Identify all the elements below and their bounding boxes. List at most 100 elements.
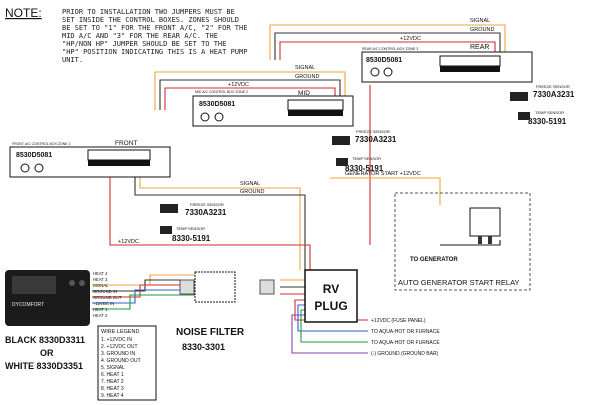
wire-signal-rear [269, 24, 506, 70]
filter-connector-right [259, 279, 275, 295]
legend-box [97, 325, 157, 401]
front-relay-icon [34, 163, 44, 173]
front-box-title: FRONT [115, 140, 137, 147]
mid-temp-part: 8330-5191 [345, 164, 384, 173]
legend-item: 9. HEAT 4 [101, 393, 124, 399]
wire-t-12v [92, 284, 195, 298]
rear-box-title: REAR [470, 44, 489, 51]
rv-plug-out-12v: +12VDC (FUSE PANEL) [371, 318, 426, 324]
legend-item: 3. GROUND IN [101, 351, 136, 357]
filter-title: NOISE FILTER [176, 327, 245, 338]
label-ground-top: GROUND [470, 27, 494, 33]
thermostat-model-1: BLACK 8330D3311 [5, 335, 85, 345]
thermostat-brand: DYCOMFORT [12, 302, 44, 308]
label-ground-mid: GROUND [295, 74, 319, 80]
legend-item: 1. +12VDC IN [101, 337, 132, 343]
front-box-caption: FRONT A/C CONTROL BOX ZONE 1 [12, 142, 71, 146]
thermostat-wire-label: HEAT 1 [93, 307, 108, 312]
relay-pin [488, 236, 492, 244]
rv-plug-title-2: PLUG [314, 299, 347, 313]
thermostat-wire-label: GROUND OUT [93, 295, 122, 300]
rear-sensors: FREEZE SENSOR 7330A3231 TEMP SENSOR 8330… [510, 84, 575, 126]
wire-12v-mid [164, 87, 336, 110]
rv-plug-out-heat2: TO AQUA-HOT OR FURNACE [371, 340, 440, 346]
front-terminal-pins [88, 160, 150, 166]
relay-pin [478, 236, 482, 244]
wire-ground-mid [159, 79, 341, 110]
wire-out-ground [291, 314, 368, 354]
rear-temp-part: 8330-5191 [528, 117, 567, 126]
label-12v-front: +12VDC [118, 239, 139, 245]
label-signal-mid: SIGNAL [295, 65, 315, 71]
mid-temp-sensor-icon [336, 158, 348, 166]
label-12v-top: +12VDC [400, 36, 421, 42]
label-signal-front: SIGNAL [240, 181, 260, 187]
note-block: NOTE: PRIOR TO INSTALLATION TWO JUMPERS … [5, 6, 247, 64]
wire-t-heat1 [92, 289, 195, 304]
front-freeze-part: 7330A3231 [185, 208, 227, 217]
legend-title: WIRE LEGEND [101, 329, 140, 335]
mid-terminal-block [287, 99, 344, 111]
wire-t-heat2 [92, 294, 195, 310]
rear-temp-sensor-icon [518, 112, 530, 120]
note-line: SET INSIDE THE CONTROL BOXES. ZONES SHOU… [62, 16, 239, 24]
mid-relay-icon [214, 112, 224, 122]
rear-terminal-pins [440, 66, 500, 72]
front-freeze-label: FREEZE SENSOR [190, 202, 224, 207]
legend-item: 4. GROUND OUT [101, 358, 141, 364]
rear-box-part: 8530D5081 [366, 57, 402, 64]
thermostat-wire-label: HEAT 2 [93, 313, 108, 318]
rear-freeze-part: 7330A3231 [533, 90, 575, 99]
note-label: NOTE: [5, 6, 42, 20]
front-freeze-sensor-icon [160, 204, 178, 213]
thermostat-screen [12, 276, 56, 294]
relay-title: AUTO GENERATOR START RELAY [398, 278, 520, 287]
rear-terminal-block [439, 55, 501, 67]
front-temp-label: TEMP SENSOR [176, 226, 205, 231]
thermostat-button [69, 280, 75, 286]
front-relay-icon [20, 163, 30, 173]
wire-12v-front [109, 160, 311, 270]
thermostat-model-or: OR [40, 348, 54, 358]
legend-item: 5. SIGNAL [101, 365, 125, 371]
thermostat: DYCOMFORT BLACK 8330D3311 OR WHITE 8330D… [5, 270, 90, 371]
mid-control-box: MID A/C CONTROL BOX ZONE 2 8530D5081 MID [192, 90, 354, 127]
rear-freeze-sensor-icon [510, 92, 528, 101]
front-box-part: 8530D5081 [16, 152, 52, 159]
mid-temp-label: TEMP SENSOR [352, 156, 381, 161]
relay-body [469, 207, 501, 237]
auto-generator-relay: TO GENERATOR AUTO GENERATOR START RELAY [394, 192, 531, 291]
note-line: PRIOR TO INSTALLATION TWO JUMPERS MUST B… [62, 8, 235, 16]
label-gen-start: GENERATOR START +12VDC [345, 171, 421, 177]
front-control-box: FRONT A/C CONTROL BOX ZONE 1 8530D5081 F… [9, 140, 171, 178]
filter-body [194, 271, 236, 303]
mid-box-title: MID [298, 90, 310, 97]
mid-freeze-label: FREEZE SENSOR [356, 129, 390, 134]
wire-out-heat1 [297, 304, 368, 332]
mid-sensors: FREEZE SENSOR 7330A3231 TEMP SENSOR 8330… [332, 129, 397, 173]
label-ground-front: GROUND [240, 189, 264, 195]
thermostat-wire-label: +12VDC IN [93, 301, 114, 306]
wires [92, 24, 506, 354]
note-line: "HP/NON HP" JUMPER SHOULD BE SET TO THE [62, 40, 226, 48]
thermostat-wire-label: SIGNAL [93, 283, 109, 288]
legend-item: 8. HEAT 3 [101, 386, 124, 392]
mid-freeze-part: 7330A3231 [355, 135, 397, 144]
mid-box-part: 8530D5081 [199, 101, 235, 108]
note-line: BE SET TO "1" FOR THE FRONT A/C, "2" FOR… [62, 24, 247, 32]
legend-item: 6. HEAT 1 [101, 372, 124, 378]
legend-item: 2. +12VDC OUT [101, 344, 138, 350]
rv-plug-box [304, 269, 358, 323]
rear-relay-icon [383, 67, 393, 77]
filter-part: 8330-3301 [182, 342, 225, 352]
rear-freeze-label: FREEZE SENSOR [536, 84, 570, 89]
front-terminal-block [87, 149, 151, 161]
relay-dashed-box [394, 192, 531, 291]
label-signal-top: SIGNAL [470, 18, 490, 24]
relay-to-generator: TO GENERATOR [410, 257, 458, 263]
wire-signal-mid [154, 71, 346, 110]
wire-gen-start [330, 177, 441, 205]
thermostat-wire-label: HEAT 3 [93, 277, 108, 282]
rear-temp-label: TEMP SENSOR [535, 110, 564, 115]
note-line: "HP" POSITION INDICATING THIS IS A HEAT … [62, 48, 247, 56]
